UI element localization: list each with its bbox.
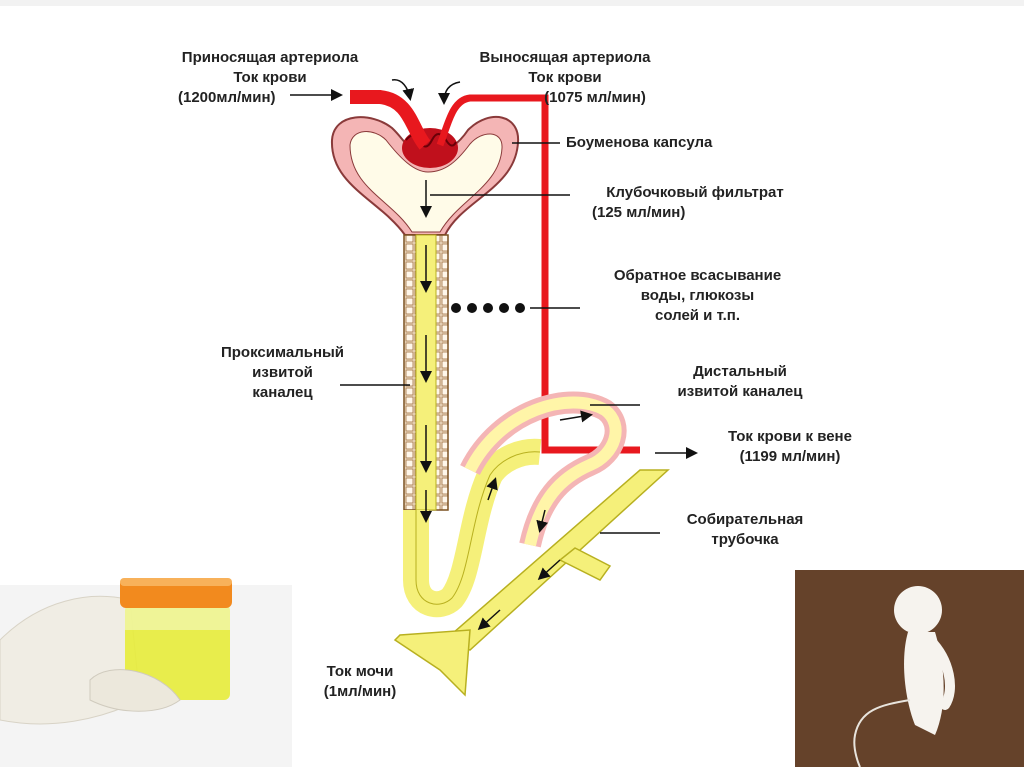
distal-label: Дистальный извитой каналец <box>640 362 840 402</box>
afferent-flow: Ток крови <box>233 69 307 86</box>
afferent-label: Приносящая артериола Ток крови (1200мл/м… <box>150 48 390 108</box>
bowman-label: Боуменова капсула <box>566 133 766 153</box>
specimen-cup-photo <box>0 578 292 767</box>
vein-rate: (1199 мл/мин) <box>739 448 841 465</box>
urine-label: Ток мочи (1мл/мин) <box>300 662 420 702</box>
distal-line2: извитой каналец <box>677 383 803 400</box>
afferent-arteriole <box>350 90 431 150</box>
leader-lines <box>340 142 660 534</box>
reabsorption-line2: воды, глюкозы <box>640 287 755 304</box>
efferent-title: Выносящая артериола <box>479 49 651 66</box>
reabsorption-line3: солей и т.п. <box>654 307 740 324</box>
flow-arrows <box>290 79 698 631</box>
efferent-label: Выносящая артериола Ток крови (1075 мл/м… <box>440 48 690 108</box>
slide-top-edge <box>0 0 1024 6</box>
efferent-arteriole <box>436 94 640 454</box>
urine-rate: (1мл/мин) <box>323 683 397 700</box>
efferent-rate: (1075 мл/мин) <box>544 89 646 106</box>
proximal-label: Проксимальный извитой каналец <box>195 343 370 403</box>
efferent-flow: Ток крови <box>528 69 602 86</box>
reabsorption-label: Обратное всасывание воды, глюкозы солей … <box>575 266 820 326</box>
proximal-line2: извитой <box>252 364 313 381</box>
urine-title: Ток мочи <box>326 663 394 680</box>
filtrate-rate: (125 мл/мин) <box>592 204 686 221</box>
proximal-line3: каналец <box>252 384 313 401</box>
distal-line1: Дистальный <box>693 363 787 380</box>
filtrate-label: Клубочковый фильтрат (125 мл/мин) <box>570 183 820 223</box>
collecting-duct <box>443 469 670 651</box>
filtrate-title: Клубочковый фильтрат <box>606 184 784 201</box>
collecting-label: Собирательная трубочка <box>660 510 830 550</box>
bowman-text: Боуменова капсула <box>566 134 713 151</box>
collecting-line2: трубочка <box>711 531 779 548</box>
vein-title: Ток крови к вене <box>728 428 852 445</box>
reabsorption-dots <box>451 303 525 313</box>
afferent-title: Приносящая артериола <box>181 49 359 66</box>
afferent-rate: (1200мл/мин) <box>178 89 276 106</box>
collecting-line1: Собирательная <box>686 511 804 528</box>
vein-label: Ток крови к вене (1199 мл/мин) <box>700 427 880 467</box>
proximal-line1: Проксимальный <box>220 344 345 361</box>
reabsorption-line1: Обратное всасывание <box>613 267 782 284</box>
fountain-figurine-photo <box>795 570 1024 767</box>
